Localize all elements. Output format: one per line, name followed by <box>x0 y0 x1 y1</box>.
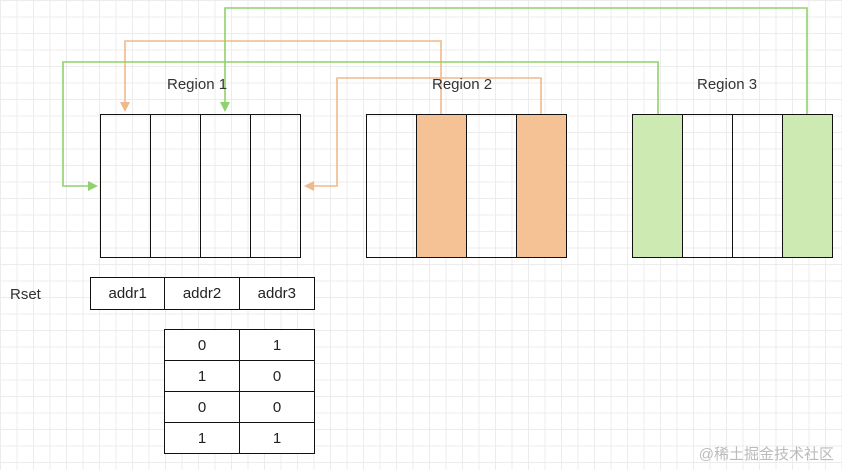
region2-card-4 <box>517 115 566 257</box>
bitmap-cell: 1 <box>239 329 315 361</box>
region-1 <box>100 114 301 258</box>
arrow-region3-to-region1-top <box>220 7 808 115</box>
bitmap-cell: 0 <box>239 360 315 392</box>
region1-card-3 <box>201 115 251 257</box>
bitmap-cell: 0 <box>164 391 240 423</box>
region3-card-4 <box>783 115 832 257</box>
rset-entry: addr3 <box>257 285 297 302</box>
bitmap-row: 0 1 <box>164 329 315 361</box>
bitmap-table: 0 1 1 0 0 0 1 1 <box>164 329 315 454</box>
bitmap-cell: 0 <box>239 391 315 423</box>
region1-card-2 <box>151 115 201 257</box>
region2-card-1 <box>367 115 417 257</box>
bitmap-row: 1 0 <box>164 360 315 392</box>
region-3 <box>632 114 833 258</box>
bitmap-row: 0 0 <box>164 391 315 423</box>
region3-card-2 <box>683 115 733 257</box>
bitmap-row: 1 1 <box>164 422 315 454</box>
region3-card-1 <box>633 115 683 257</box>
rset-entry: addr2 <box>165 278 240 309</box>
rset-label: Rset <box>10 286 41 303</box>
bitmap-cell: 0 <box>164 329 240 361</box>
region1-label: Region 1 <box>167 76 228 93</box>
region2-card-3 <box>467 115 517 257</box>
rset-entries: addr1 addr2 addr3 <box>90 277 315 310</box>
rset-entry: addr1 <box>91 278 166 309</box>
region3-card-3 <box>733 115 783 257</box>
region1-card-1 <box>101 115 151 257</box>
region1-card-4 <box>251 115 300 257</box>
bitmap-cell: 1 <box>239 422 315 454</box>
bitmap-cell: 1 <box>164 422 240 454</box>
region3-label: Region 3 <box>697 76 758 93</box>
watermark: @稀土掘金技术社区 <box>698 446 834 463</box>
bitmap-cell: 1 <box>164 360 240 392</box>
region2-label: Region 2 <box>432 76 493 93</box>
region2-card-2 <box>417 115 467 257</box>
region-2 <box>366 114 567 258</box>
